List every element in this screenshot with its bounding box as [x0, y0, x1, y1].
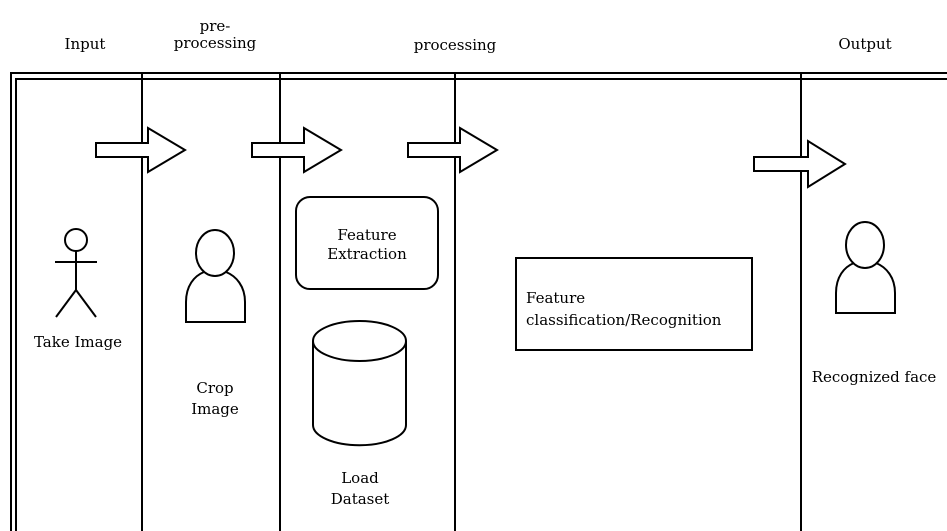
- user-silhouette-icon-output: [835, 221, 896, 314]
- header-output: Output: [838, 35, 892, 53]
- crop-image-label-line1: Crop: [196, 379, 234, 397]
- feature-extraction-label-line1: Feature: [337, 226, 397, 244]
- feature-classification-label-line2: classification/Recognition: [526, 311, 722, 329]
- header-preprocessing-line2: processing: [173, 34, 257, 52]
- outer-frame: [10, 72, 947, 531]
- feature-classification-box: [515, 257, 753, 351]
- header-input: Input: [64, 35, 106, 53]
- flow-arrow-2: [251, 126, 343, 174]
- header-preprocessing-line1: pre-: [199, 17, 231, 35]
- load-dataset-label-line1: Load: [341, 469, 379, 487]
- take-image-label: Take Image: [33, 333, 123, 351]
- recognized-face-label: Recognized face: [811, 368, 937, 386]
- user-silhouette-icon-crop: [185, 229, 246, 323]
- flow-arrow-3: [407, 126, 499, 174]
- crop-image-label-line2: Image: [191, 400, 239, 418]
- load-dataset-label-line2: Dataset: [330, 490, 390, 508]
- feature-extraction-label-line2: Extraction: [327, 245, 407, 263]
- feature-classification-label-line1: Feature: [526, 289, 586, 307]
- database-cylinder-icon: [312, 320, 407, 447]
- inner-frame: [15, 78, 947, 531]
- flow-arrow-1: [95, 126, 187, 174]
- feature-extraction-box: [295, 196, 439, 290]
- flow-arrow-4: [753, 139, 847, 189]
- stick-figure-actor-icon: [55, 228, 97, 318]
- header-processing: processing: [413, 36, 497, 54]
